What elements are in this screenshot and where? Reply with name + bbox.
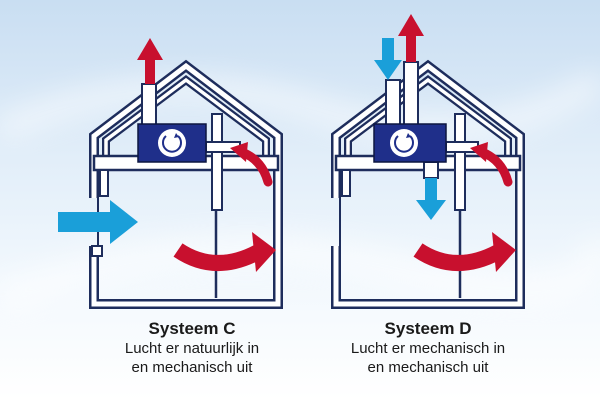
house-d-riser-duct (454, 113, 466, 211)
systeem-c-title: Systeem C (148, 319, 236, 338)
systeem-d-line2: en mechanisch uit (367, 359, 489, 376)
house-d-supply-duct (423, 161, 439, 179)
systeem-d-title: Systeem D (384, 319, 472, 338)
house-c-window-sill (91, 245, 103, 257)
exhaust-curve-arrow-icon (230, 142, 273, 187)
background-swooshes (0, 70, 600, 314)
exhaust-arrow-icon (137, 38, 163, 84)
exhaust-arrow-icon (398, 14, 424, 62)
supply-arrow-icon (58, 200, 138, 244)
fan-icon (158, 129, 186, 157)
caption-systeem-d: Systeem D Lucht er mechanisch in en mech… (308, 318, 548, 377)
supply-arrow-icon (374, 38, 402, 80)
house-systeem-d (331, 14, 525, 309)
house-d-supply-pipe (385, 79, 401, 127)
airflow-arrow-icon (413, 232, 516, 272)
house-d-left-wall-stub (341, 169, 351, 197)
systeem-d-line1: Lucht er mechanisch in (350, 340, 506, 357)
house-c-left-wall-stub (99, 169, 109, 197)
house-d-outer-wall (331, 59, 525, 309)
house-d-inner-roof (344, 75, 512, 158)
house-systeem-c (58, 38, 283, 309)
house-c-inner-roof (102, 75, 270, 158)
fan-icon (390, 129, 418, 157)
house-c-riser-duct (211, 113, 223, 211)
systeem-c-line2: en mechanisch uit (131, 359, 253, 376)
house-c-exhaust-pipe (141, 83, 157, 127)
house-c-outer-wall (89, 59, 283, 309)
exhaust-curve-arrow-icon (470, 142, 513, 187)
airflow-arrow-icon (173, 232, 276, 272)
systeem-c-line1: Lucht er natuurlijk in (124, 340, 260, 357)
caption-systeem-c: Systeem C Lucht er natuurlijk in en mech… (72, 318, 312, 377)
supply-arrow-icon (416, 178, 446, 220)
house-d-exhaust-pipe (403, 61, 419, 127)
